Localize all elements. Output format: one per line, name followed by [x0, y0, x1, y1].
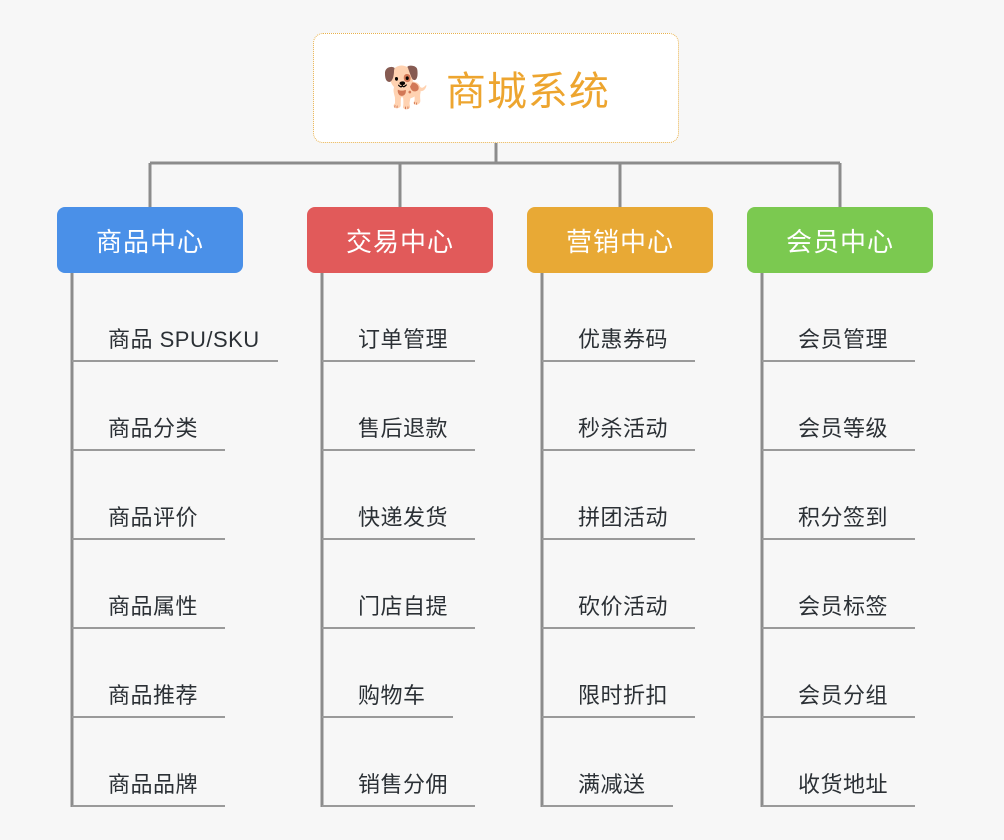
- leaf-item[interactable]: 收货地址: [762, 718, 933, 807]
- leaf-item[interactable]: 会员分组: [762, 629, 933, 718]
- leaf-underline: [542, 805, 673, 807]
- leaf-item[interactable]: 快递发货: [322, 451, 493, 540]
- leaf-label: 会员等级: [798, 416, 889, 441]
- leaf-underline: [322, 627, 475, 629]
- leaf-item[interactable]: 会员标签: [762, 540, 933, 629]
- leaf-list-trade-center: 订单管理售后退款快递发货门店自提购物车销售分佣: [322, 273, 493, 807]
- leaf-underline: [762, 360, 915, 362]
- leaf-label: 快递发货: [358, 505, 449, 530]
- leaf-underline: [322, 805, 475, 807]
- leaf-label: 订单管理: [358, 327, 449, 352]
- leaf-item[interactable]: 优惠券码: [542, 273, 713, 362]
- leaf-underline: [542, 449, 695, 451]
- branch-member-center: 会员中心会员管理会员等级积分签到会员标签会员分组收货地址: [747, 207, 933, 807]
- leaf-label: 拼团活动: [578, 505, 669, 530]
- leaf-underline: [72, 805, 225, 807]
- leaf-label: 会员标签: [798, 594, 889, 619]
- leaf-underline: [762, 538, 915, 540]
- leaf-label: 砍价活动: [578, 594, 669, 619]
- leaf-item[interactable]: 会员等级: [762, 362, 933, 451]
- branch-trade-center: 交易中心订单管理售后退款快递发货门店自提购物车销售分佣: [307, 207, 493, 807]
- leaf-underline: [72, 360, 278, 362]
- branch-header-label: 会员中心: [785, 226, 894, 257]
- leaf-label: 门店自提: [358, 594, 449, 619]
- branch-header-label: 交易中心: [345, 226, 454, 257]
- leaf-item[interactable]: 销售分佣: [322, 718, 493, 807]
- leaf-underline: [542, 716, 695, 718]
- leaf-underline: [72, 716, 225, 718]
- leaf-underline: [762, 627, 915, 629]
- leaf-item[interactable]: 商品评价: [72, 451, 243, 540]
- branch-header-product-center[interactable]: 商品中心: [57, 207, 243, 273]
- leaf-item[interactable]: 购物车: [322, 629, 493, 718]
- leaf-item[interactable]: 商品品牌: [72, 718, 243, 807]
- branch-product-center: 商品中心商品 SPU/SKU 商品分类商品评价商品属性商品推荐商品品牌: [57, 207, 278, 807]
- leaf-underline: [322, 449, 475, 451]
- branch-header-label: 商品中心: [95, 226, 204, 257]
- root-node[interactable]: 🐕 商城系统: [313, 33, 679, 143]
- leaf-list-marketing-center: 优惠券码秒杀活动拼团活动砍价活动限时折扣满减送: [542, 273, 713, 807]
- leaf-item[interactable]: 商品属性: [72, 540, 243, 629]
- leaf-underline: [542, 360, 695, 362]
- leaf-item[interactable]: 秒杀活动: [542, 362, 713, 451]
- leaf-underline: [72, 538, 225, 540]
- branch-header-member-center[interactable]: 会员中心: [747, 207, 933, 273]
- leaf-underline: [322, 360, 475, 362]
- leaf-item[interactable]: 订单管理: [322, 273, 493, 362]
- leaf-item[interactable]: 拼团活动: [542, 451, 713, 540]
- leaf-item[interactable]: 会员管理: [762, 273, 933, 362]
- leaf-label: 商品 SPU/SKU: [108, 327, 260, 352]
- leaf-underline: [542, 538, 695, 540]
- leaf-item[interactable]: 售后退款: [322, 362, 493, 451]
- leaf-underline: [72, 449, 225, 451]
- root-title: 商城系统: [445, 70, 610, 114]
- leaf-label: 商品评价: [108, 505, 199, 530]
- leaf-label: 会员分组: [798, 683, 889, 708]
- branch-header-trade-center[interactable]: 交易中心: [307, 207, 493, 273]
- leaf-label: 商品品牌: [108, 772, 199, 797]
- leaf-list-member-center: 会员管理会员等级积分签到会员标签会员分组收货地址: [762, 273, 933, 807]
- leaf-item[interactable]: 积分签到: [762, 451, 933, 540]
- leaf-underline: [542, 627, 695, 629]
- leaf-label: 优惠券码: [578, 327, 669, 352]
- leaf-item[interactable]: 砍价活动: [542, 540, 713, 629]
- leaf-item[interactable]: 商品推荐: [72, 629, 243, 718]
- leaf-underline: [72, 627, 225, 629]
- leaf-underline: [762, 449, 915, 451]
- leaf-underline: [322, 538, 475, 540]
- leaf-underline: [762, 805, 915, 807]
- leaf-label: 商品推荐: [108, 683, 199, 708]
- leaf-underline: [322, 716, 453, 718]
- leaf-label: 售后退款: [358, 416, 449, 441]
- branch-header-marketing-center[interactable]: 营销中心: [527, 207, 713, 273]
- leaf-label: 购物车: [358, 683, 426, 708]
- leaf-list-product-center: 商品 SPU/SKU 商品分类商品评价商品属性商品推荐商品品牌: [72, 273, 278, 807]
- leaf-underline: [762, 716, 915, 718]
- leaf-item[interactable]: 商品分类: [72, 362, 243, 451]
- branch-marketing-center: 营销中心优惠券码秒杀活动拼团活动砍价活动限时折扣满减送: [527, 207, 713, 807]
- leaf-label: 积分签到: [798, 505, 889, 530]
- leaf-label: 销售分佣: [358, 772, 449, 797]
- leaf-label: 满减送: [578, 772, 646, 797]
- leaf-item[interactable]: 限时折扣: [542, 629, 713, 718]
- leaf-item[interactable]: 满减送: [542, 718, 713, 807]
- leaf-label: 商品分类: [108, 416, 199, 441]
- leaf-item[interactable]: 门店自提: [322, 540, 493, 629]
- shiba-dog-face-icon: 🐕: [382, 66, 432, 110]
- leaf-label: 限时折扣: [578, 683, 669, 708]
- branch-header-label: 营销中心: [565, 226, 674, 257]
- leaf-label: 秒杀活动: [578, 416, 669, 441]
- leaf-item[interactable]: 商品 SPU/SKU: [72, 273, 278, 362]
- leaf-label: 会员管理: [798, 327, 889, 352]
- leaf-label: 商品属性: [108, 594, 199, 619]
- leaf-label: 收货地址: [798, 772, 889, 797]
